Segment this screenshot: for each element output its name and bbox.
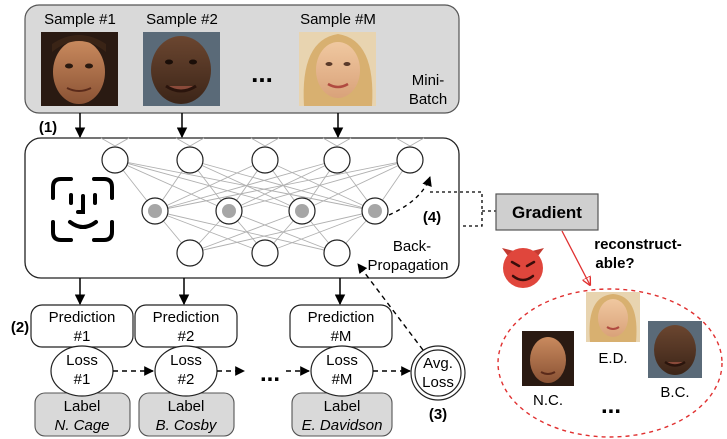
- step-2-label: (2): [11, 319, 29, 336]
- network-edge: [409, 137, 425, 147]
- face-nc-small: [522, 331, 574, 386]
- prediction-number: #1: [74, 328, 91, 345]
- prediction-box: Prediction #2: [134, 304, 238, 348]
- network-node: [396, 146, 424, 174]
- prediction-box: Prediction #M: [289, 304, 393, 348]
- avg-loss-title: Avg.: [423, 355, 453, 372]
- gradient-label: Gradient: [512, 203, 582, 222]
- loss-number: #2: [178, 371, 195, 388]
- network-node: [323, 146, 351, 174]
- backprop-label: Propagation: [368, 257, 449, 274]
- samples-ellipsis: ...: [251, 58, 273, 88]
- prediction-title: Prediction: [308, 309, 375, 326]
- network-edge: [154, 159, 411, 212]
- face-nc-photo: [41, 32, 118, 106]
- label-box: Label N. Cage: [34, 392, 131, 437]
- network-edge: [189, 210, 303, 254]
- avg-loss-circle: Avg. Loss: [410, 345, 466, 401]
- network-edge: [322, 137, 338, 147]
- attack-question: reconstruct-: [594, 236, 682, 253]
- gradient-box: Gradient: [495, 193, 599, 231]
- sample-label: Sample #M: [300, 11, 376, 28]
- network-node: [176, 146, 204, 174]
- network-nodes: [101, 146, 424, 267]
- face-id-icon: [51, 177, 114, 242]
- reconstructed-label: E.D.: [598, 350, 627, 367]
- network-edge: [250, 137, 266, 147]
- face-ed-photo: [299, 32, 376, 106]
- face-bc-small: [648, 321, 702, 378]
- label-name: E. Davidson: [302, 417, 383, 434]
- loss-number: #1: [74, 371, 91, 388]
- reconstructed-label: B.C.: [660, 384, 689, 401]
- network-edge: [228, 159, 411, 212]
- step-4-label: (4): [423, 209, 441, 226]
- network-node: [176, 239, 204, 267]
- network-edge: [175, 137, 191, 147]
- sample-label: Sample #2: [146, 11, 218, 28]
- network-node: [251, 239, 279, 267]
- hidden-node-core: [295, 204, 309, 218]
- network-edge: [114, 159, 303, 212]
- network-edge: [301, 159, 411, 212]
- hidden-node-core: [148, 204, 162, 218]
- row-ellipsis: ...: [260, 360, 280, 387]
- step-1-label: (1): [39, 119, 57, 136]
- loss-title: Loss: [170, 352, 202, 369]
- attack-question: able?: [595, 255, 634, 272]
- prediction-number: #M: [331, 328, 352, 345]
- network-edge: [395, 137, 411, 147]
- loss-ellipse: Loss #1: [50, 345, 114, 397]
- network-edge: [189, 210, 376, 254]
- network-edge: [100, 137, 116, 147]
- hidden-node-core: [368, 204, 382, 218]
- devil-icon: [502, 248, 544, 288]
- avg-loss-subtitle: Loss: [422, 374, 454, 391]
- hidden-node-core: [222, 204, 236, 218]
- prediction-title: Prediction: [49, 309, 116, 326]
- prediction-box: Prediction #1: [30, 304, 134, 348]
- minibatch-caption: Mini-: [412, 72, 445, 89]
- prediction-number: #2: [178, 328, 195, 345]
- network-node: [323, 239, 351, 267]
- label-box: Label B. Cosby: [138, 392, 235, 437]
- network-edge: [336, 137, 352, 147]
- network-edge: [154, 159, 266, 212]
- network-edge: [189, 137, 205, 147]
- label-name: N. Cage: [54, 417, 109, 434]
- network-edge: [114, 137, 130, 147]
- sample-label: Sample #1: [44, 11, 116, 28]
- loss-number: #M: [332, 371, 353, 388]
- loss-ellipse: Loss #M: [310, 345, 374, 397]
- gradient-link: [430, 191, 483, 227]
- network-edge: [264, 137, 280, 147]
- label-box: Label E. Davidson: [291, 392, 393, 437]
- label-title: Label: [64, 398, 101, 415]
- loss-title: Loss: [66, 352, 98, 369]
- reconstructed-ellipsis: ...: [601, 392, 621, 419]
- label-title: Label: [324, 398, 361, 415]
- loss-ellipse: Loss #2: [154, 345, 218, 397]
- network-node: [251, 146, 279, 174]
- face-ed-small: [586, 292, 640, 342]
- step-3-label: (3): [429, 406, 447, 423]
- label-title: Label: [168, 398, 205, 415]
- face-bc-photo: [143, 32, 220, 106]
- prediction-title: Prediction: [153, 309, 220, 326]
- reconstructed-label: N.C.: [533, 392, 563, 409]
- network-node: [101, 146, 129, 174]
- backprop-label: Back-: [393, 238, 431, 255]
- label-name: B. Cosby: [156, 417, 218, 434]
- loss-title: Loss: [326, 352, 358, 369]
- reconstruction-cluster: [497, 288, 723, 438]
- minibatch-caption: Batch: [409, 91, 447, 108]
- network-edge: [154, 159, 338, 212]
- network-edge: [264, 210, 376, 254]
- reconstruct-arrow: [561, 230, 590, 285]
